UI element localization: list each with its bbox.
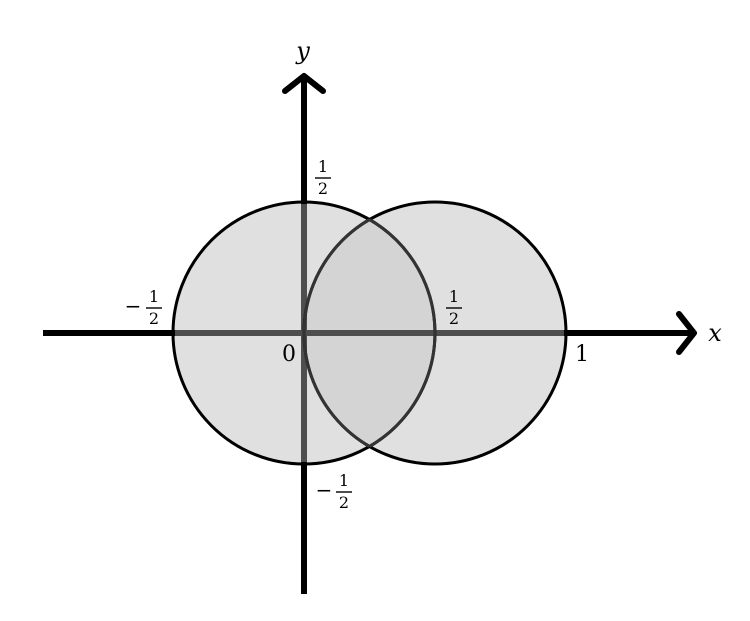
tick-label-x-minus-half: − 1 2 — [125, 287, 162, 328]
svg-text:−: − — [125, 294, 142, 318]
svg-text:−: − — [316, 478, 333, 502]
tick-label-x-half: 1 2 — [446, 287, 462, 328]
svg-text:1: 1 — [339, 471, 349, 490]
svg-text:2: 2 — [339, 493, 349, 512]
axes-overlay — [175, 204, 564, 462]
svg-text:1: 1 — [318, 157, 328, 176]
x-axis-label: x — [708, 319, 722, 347]
overlap-arc-right — [368, 218, 437, 448]
svg-text:2: 2 — [149, 309, 159, 328]
overlap-arc-left — [302, 218, 371, 448]
overlap-region — [304, 202, 435, 464]
x-axis-arrowhead — [676, 311, 697, 355]
svg-text:2: 2 — [318, 179, 328, 198]
y-axis-arrowhead — [282, 73, 326, 94]
svg-text:1: 1 — [449, 287, 459, 306]
y-axis-label: y — [295, 37, 310, 65]
tick-label-x-one: 1 — [575, 342, 589, 367]
tick-label-y-half: 1 2 — [315, 157, 331, 198]
svg-text:2: 2 — [449, 309, 459, 328]
origin-label: 0 — [282, 342, 296, 367]
svg-text:1: 1 — [149, 287, 159, 306]
tick-label-y-minus-half: − 1 2 — [316, 471, 352, 512]
